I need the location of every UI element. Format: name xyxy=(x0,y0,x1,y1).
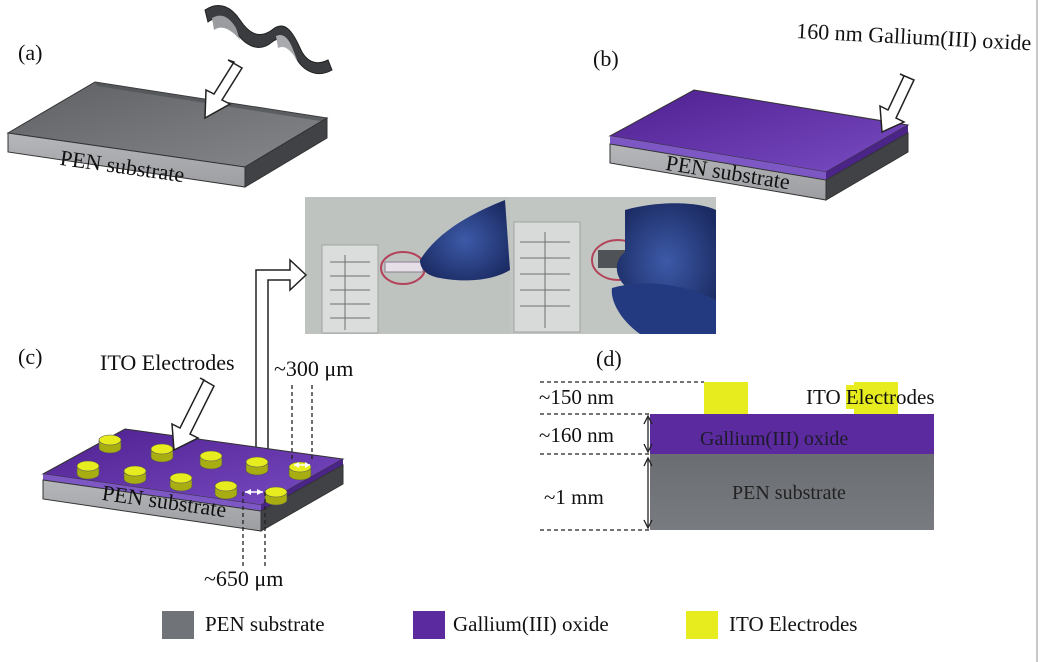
ito-electrode-disc xyxy=(288,461,312,473)
flexible-film-icon xyxy=(204,5,333,74)
panel-d-tag: (d) xyxy=(596,346,622,371)
ito-electrode-disc xyxy=(150,443,174,455)
panel-d-cross-section xyxy=(650,382,934,530)
ito-electrode-disc xyxy=(214,480,238,492)
panel-a-tag: (a) xyxy=(18,40,43,65)
panel-c-spacing-label: ~650 μm xyxy=(204,566,284,591)
panel-d-electrodes-label: ITO Electrodes xyxy=(806,385,935,410)
legend-swatch-ito xyxy=(686,611,718,639)
arrow-to-photo-icon xyxy=(255,258,308,456)
legend-label-pen: PEN substrate xyxy=(205,612,325,636)
ito-electrode-disc xyxy=(76,460,100,472)
ito-electrode-disc xyxy=(169,472,193,484)
legend-swatch-oxide xyxy=(413,611,445,639)
flexible-device-photo xyxy=(305,197,716,334)
panel-c-diameter-label: ~300 μm xyxy=(274,356,354,381)
legend-swatches xyxy=(162,611,718,639)
ito-electrode-disc xyxy=(264,486,288,498)
panel-d-electrodes-label-prefix: ITO xyxy=(806,385,846,409)
panel-d-oxide-label: Gallium(III) oxide xyxy=(700,428,849,450)
panel-d-electrodes-label-suffix: trodes xyxy=(883,385,935,409)
ito-electrode-disc xyxy=(245,456,269,468)
arrow-b-icon xyxy=(879,73,916,134)
arrow-a-icon xyxy=(204,59,244,120)
panel-d-oxide-thickness: ~160 nm xyxy=(539,423,614,447)
ito-electrode-disc xyxy=(98,434,122,446)
legend-swatch-pen xyxy=(162,611,194,639)
panel-c-tag: (c) xyxy=(18,344,43,369)
panel-b-substrate xyxy=(608,89,910,201)
panel-d-substrate-thickness: ~1 mm xyxy=(544,485,604,509)
panel-d-electrodes-label-highlight: Elec xyxy=(845,385,884,409)
ito-electrode-array xyxy=(76,434,312,506)
ito-electrode-disc xyxy=(199,450,223,462)
panel-d-electrode-thickness: ~150 nm xyxy=(539,385,614,409)
dimension-lines-d xyxy=(540,381,704,531)
ito-electrode-disc xyxy=(123,465,147,477)
panel-d-substrate-label: PEN substrate xyxy=(732,482,846,504)
legend-label-ito: ITO Electrodes xyxy=(729,612,858,636)
arrow-c-icon xyxy=(171,377,215,452)
panel-b-tag: (b) xyxy=(593,46,619,71)
dimension-lines-c xyxy=(242,385,313,568)
legend-label-oxide: Gallium(III) oxide xyxy=(453,612,609,636)
panel-c-electrodes-callout: ITO Electrodes xyxy=(100,350,235,375)
